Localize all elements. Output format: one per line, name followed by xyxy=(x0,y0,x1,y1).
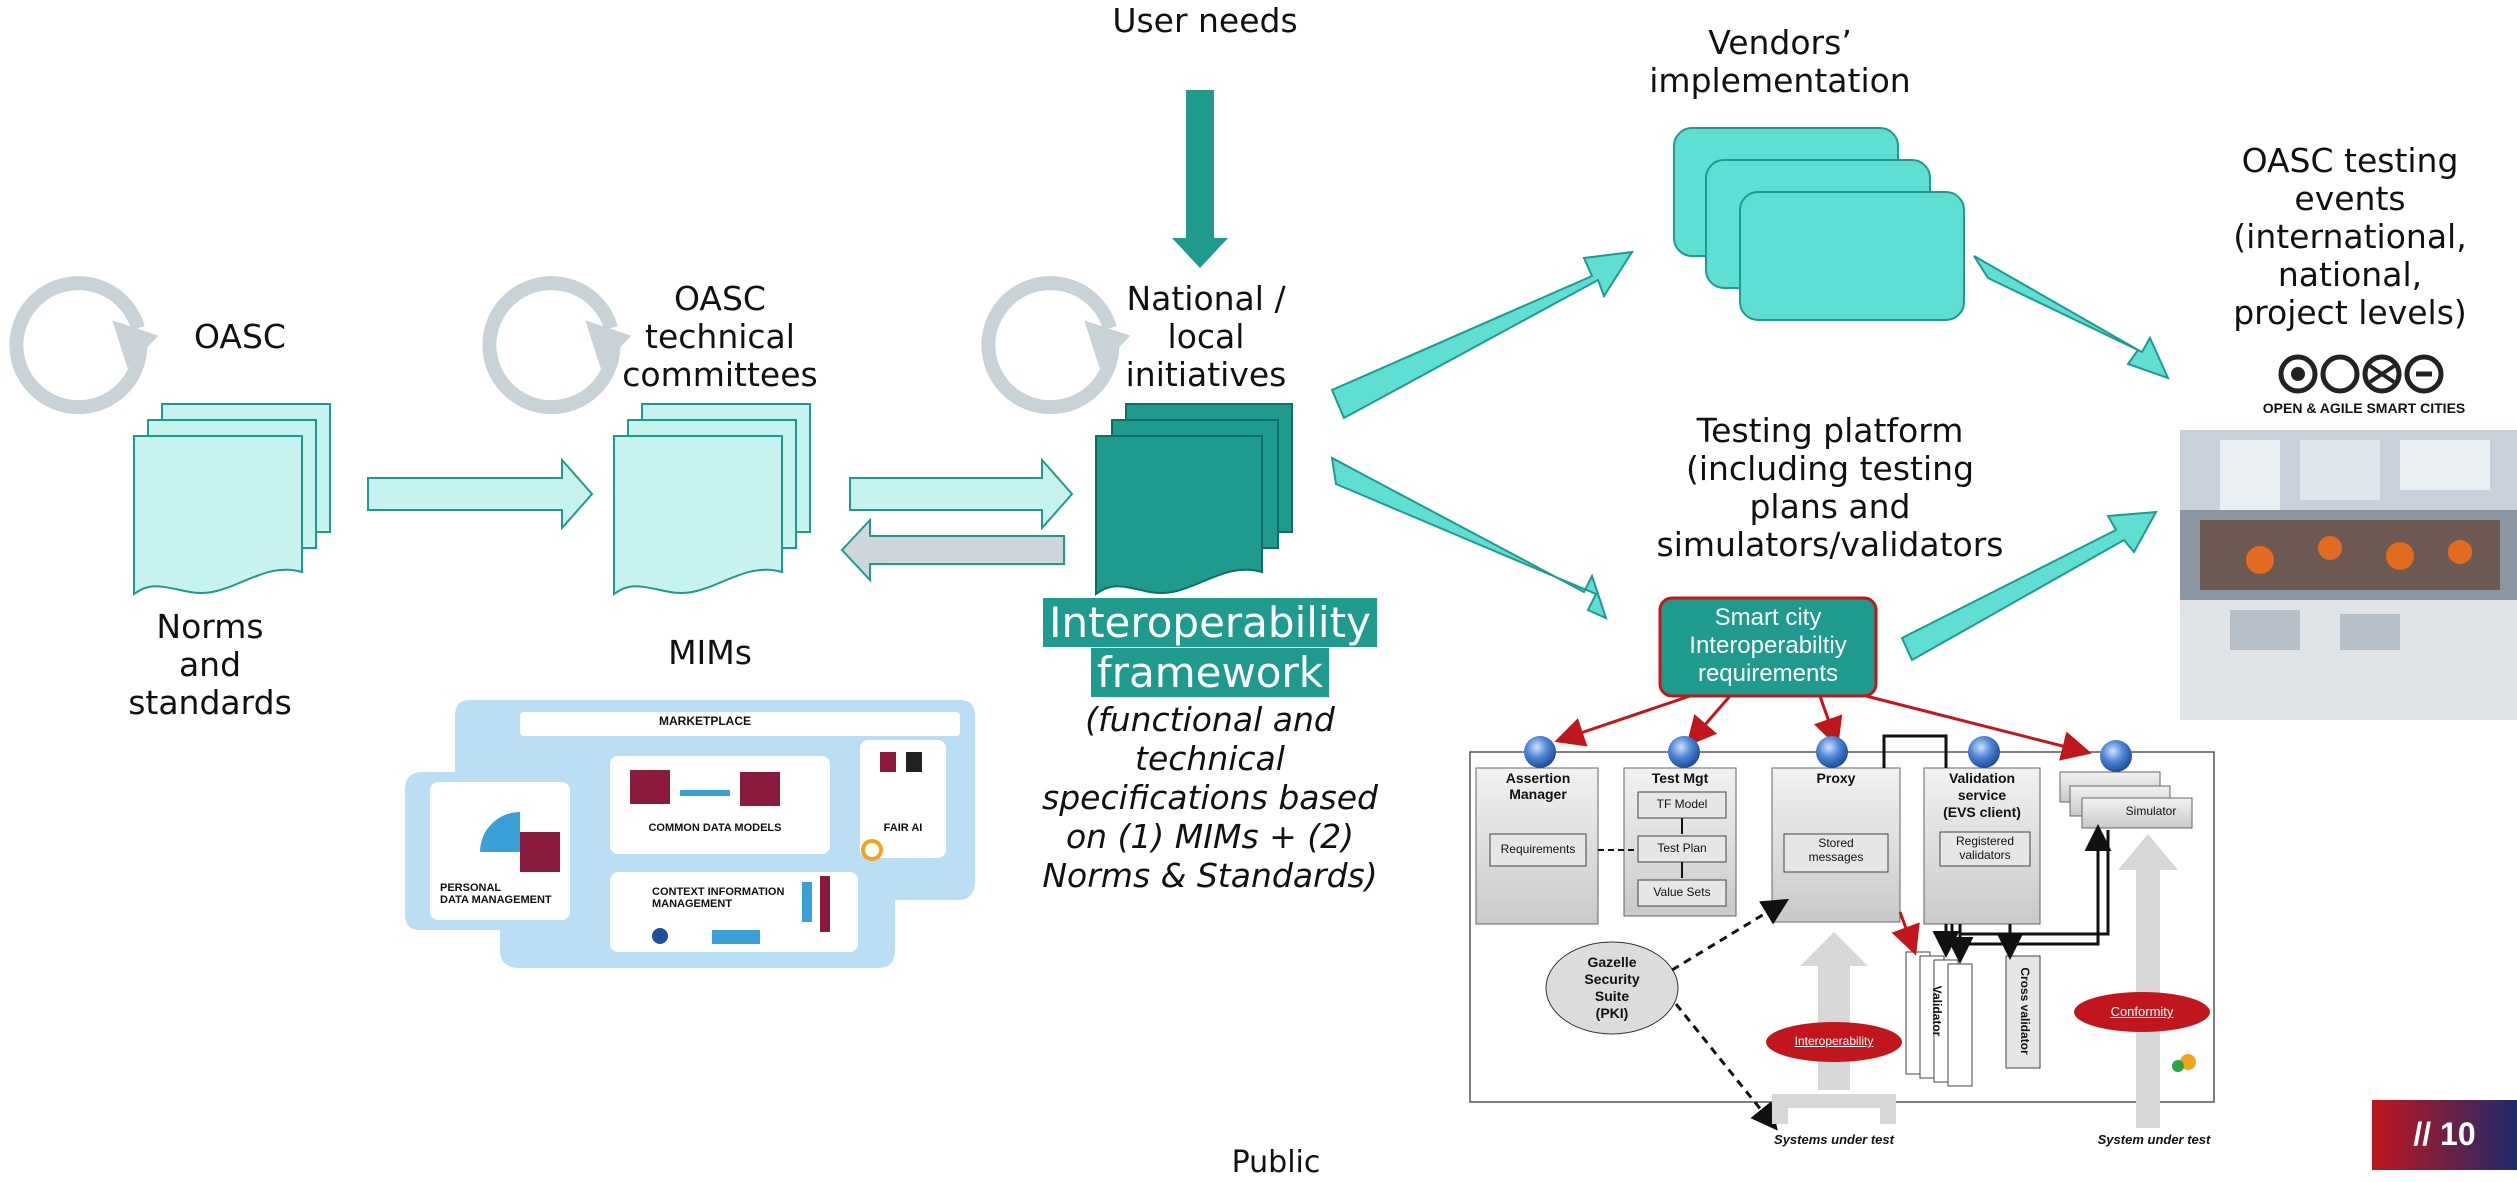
interoperability-badge: Interoperability xyxy=(1794,1034,1874,1048)
cycle-icon-oasc-tc xyxy=(482,276,632,415)
fair-ai-label: FAIR AI xyxy=(883,822,923,834)
security-suite-label: Gazelle Security Suite (PKI) xyxy=(1584,954,1640,1021)
cross-validator-label: Cross validator xyxy=(2018,967,2032,1055)
context-info-label: CONTEXT INFORMATION MANAGEMENT xyxy=(652,886,785,910)
page-number: // 10 xyxy=(2413,1116,2476,1152)
registered-validators-label: Registered validators xyxy=(1955,834,2015,862)
arrow-to-testing xyxy=(1330,456,1608,620)
marketplace-label: MARKETPLACE xyxy=(659,714,751,728)
oasc-label: OASC xyxy=(194,317,286,356)
assertion-manager-label: Assertion Manager xyxy=(1505,770,1571,802)
validation-service-label: Validation service (EVS client) xyxy=(1943,770,2021,820)
arrow-vendors-to-events xyxy=(1973,255,2170,380)
systems-under-test-label: Systems under test xyxy=(1774,1132,1894,1147)
personal-data-label: PERSONAL DATA MANAGEMENT xyxy=(440,882,552,906)
oasc-logo xyxy=(2278,354,2444,394)
vendors-stack xyxy=(1673,127,1965,321)
document-stack-norms xyxy=(133,403,331,596)
arrow-to-vendors xyxy=(1330,250,1634,420)
footer-public: Public xyxy=(1231,1145,1321,1180)
smart-city-box xyxy=(1658,596,1878,698)
conformity-badge: Conformity xyxy=(2110,1004,2174,1019)
mims-panel-graphic xyxy=(405,700,975,968)
document-stack-national xyxy=(1095,403,1293,596)
system-under-test-label: System under test xyxy=(2097,1132,2211,1147)
cycle-icon-national xyxy=(981,276,1131,415)
national-label: National / local initiatives xyxy=(1125,279,1287,394)
oasc-tc-label: OASC technical committees xyxy=(622,279,818,394)
vendors-label: Vendors’ implementation xyxy=(1649,23,1911,100)
user-needs-label: User needs xyxy=(1112,1,1298,40)
arrow-testing-to-events xyxy=(1900,510,2158,662)
test-mgt-label: Test Mgt xyxy=(1651,770,1709,786)
testing-events-label: OASC testing events (international, nati… xyxy=(2233,141,2467,332)
arrow-national-to-tc xyxy=(840,517,1065,583)
value-sets-label: Value Sets xyxy=(1653,885,1711,899)
proxy-label: Proxy xyxy=(1816,770,1856,786)
document-stack-oasc-tc xyxy=(613,403,811,596)
simulator-label: Simulator xyxy=(2125,804,2177,818)
interoperability-framework-title: Interoperability framework xyxy=(1020,598,1400,698)
arrow-norms-to-tc xyxy=(367,457,594,531)
gazelle-panel xyxy=(1469,694,2215,1131)
common-data-models-label: COMMON DATA MODELS xyxy=(648,822,782,834)
arrow-user-needs xyxy=(1172,90,1228,268)
page-badge xyxy=(2372,1100,2517,1170)
cycle-icon-oasc xyxy=(9,276,159,415)
oasc-logo-subtitle: OPEN & AGILE SMART CITIES xyxy=(2262,400,2466,416)
testing-event-photo xyxy=(2180,430,2517,720)
norms-label: Norms and standards xyxy=(128,607,292,722)
test-plan-label: Test Plan xyxy=(1657,841,1707,855)
mims-label: MIMs xyxy=(668,633,752,672)
smart-city-label: Smart city Interoperabiltiy requirements xyxy=(1689,604,1847,687)
interoperability-framework-description: (functional and technical specifications… xyxy=(1042,700,1378,895)
validator-label: Validator xyxy=(1930,985,1944,1037)
testing-platform-label: Testing platform (including testing plan… xyxy=(1656,411,2004,564)
requirements-label: Requirements xyxy=(1500,842,1576,856)
stored-messages-label: Stored messages xyxy=(1808,836,1864,864)
tf-model-label: TF Model xyxy=(1656,797,1708,811)
arrow-tc-to-national xyxy=(849,457,1074,531)
